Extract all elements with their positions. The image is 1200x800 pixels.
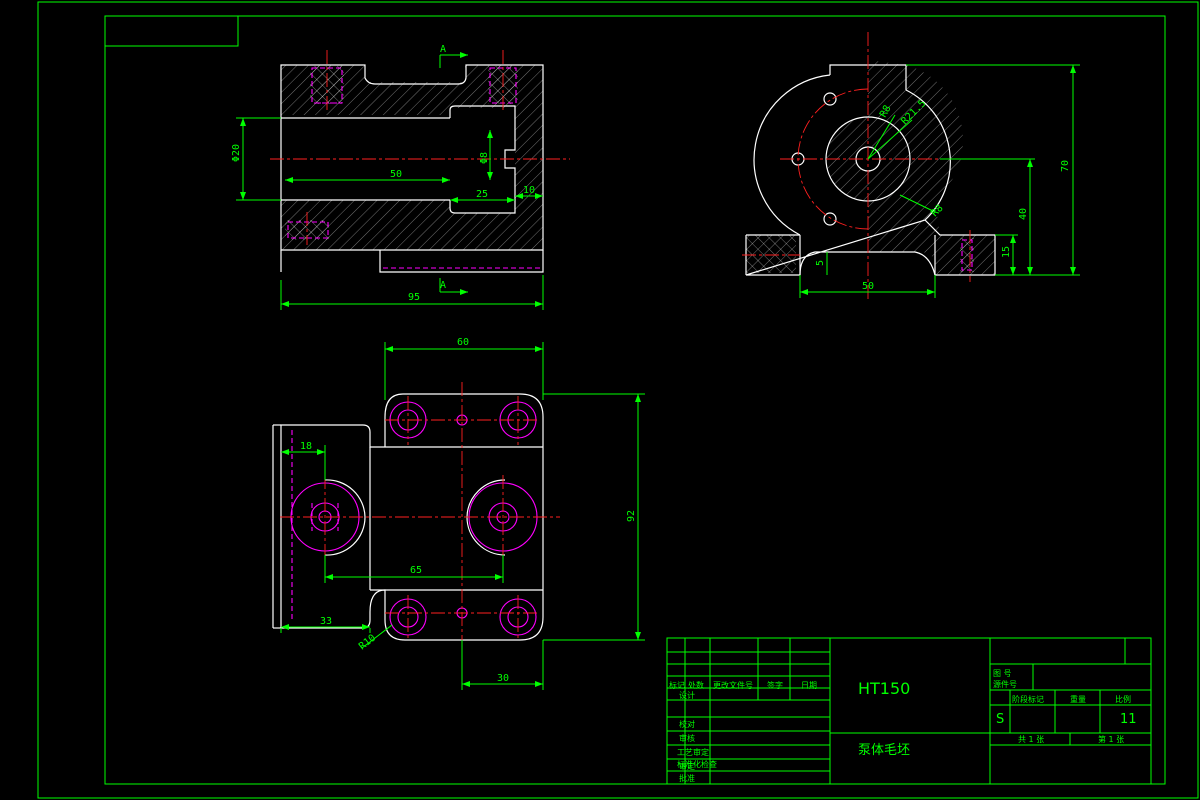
front-dim-lines [236,117,544,310]
corner-code-box [104,15,239,47]
dim-top-bottom-offset: 30 [497,673,509,684]
title-stage-value: S [996,712,1004,727]
title-role-sign: 批准 [679,773,695,783]
title-header-change-doc: 更改文件号 [713,680,753,690]
section-mark-bottom: A [440,280,446,291]
dim-top-width: 60 [457,337,469,348]
title-stage-label: 阶段标记 [1012,694,1044,704]
dim-side-foot: 15 [1001,246,1012,258]
dim-front-bore: Φ20 [231,144,242,162]
title-header-count: 处数 [688,680,704,690]
title-weight-label: 重量 [1070,694,1086,704]
title-header-signature: 签字 [767,680,783,690]
title-role-design: 设计 [679,690,695,700]
title-sheet-current: 第 1 张 [1098,734,1124,744]
title-role-check: 校对 [679,719,695,729]
title-sheet-number: 11 [1120,712,1137,727]
title-header-date: 日期 [801,681,817,690]
top-dim-lines [280,342,645,690]
title-drawing-no-label: 图 号 [993,669,1012,678]
top-view [272,382,560,690]
dim-top-height: 92 [626,510,637,522]
dim-side-height-total: 70 [1060,160,1071,172]
title-role-approve: 审定 [679,761,695,771]
dim-front-wall: 10 [523,185,535,196]
title-role-review: 审核 [679,733,695,743]
material-label: HT150 [858,679,910,698]
part-name-label: 泵体毛坯 [858,743,910,758]
title-role-standard: 标准化检查 [677,759,717,769]
outer-border [37,1,1199,799]
dim-top-left-offset: 18 [300,441,312,452]
title-scale-label: 比例 [1115,694,1131,704]
title-material-code-label: 源件号 [993,679,1017,689]
dim-front-width: 95 [408,292,420,303]
dim-top-center-dist: 65 [410,565,422,576]
title-role-process: 工艺审定 [677,747,709,757]
front-section-view [270,50,570,295]
dim-top-left-width: 33 [320,616,332,627]
title-block-lines [666,637,1152,785]
side-dim-lines [799,64,1080,298]
title-header-mark: 标记 [669,680,685,690]
dim-side-foot-small: 5 [815,260,826,266]
side-view [742,32,996,300]
dim-front-port: Φ8 [479,152,490,164]
dim-side-base-width: 50 [862,281,874,292]
dim-side-r-inner: R8 [878,104,894,120]
dim-top-corner-radius: R10 [357,633,378,653]
dim-side-height-center: 40 [1018,208,1029,220]
inner-border [104,15,1166,785]
title-sheet-total: 共 1 张 [1018,735,1044,744]
dim-front-step: 25 [476,189,488,200]
dim-front-depth: 50 [390,169,402,180]
section-mark-top: A [440,44,446,55]
